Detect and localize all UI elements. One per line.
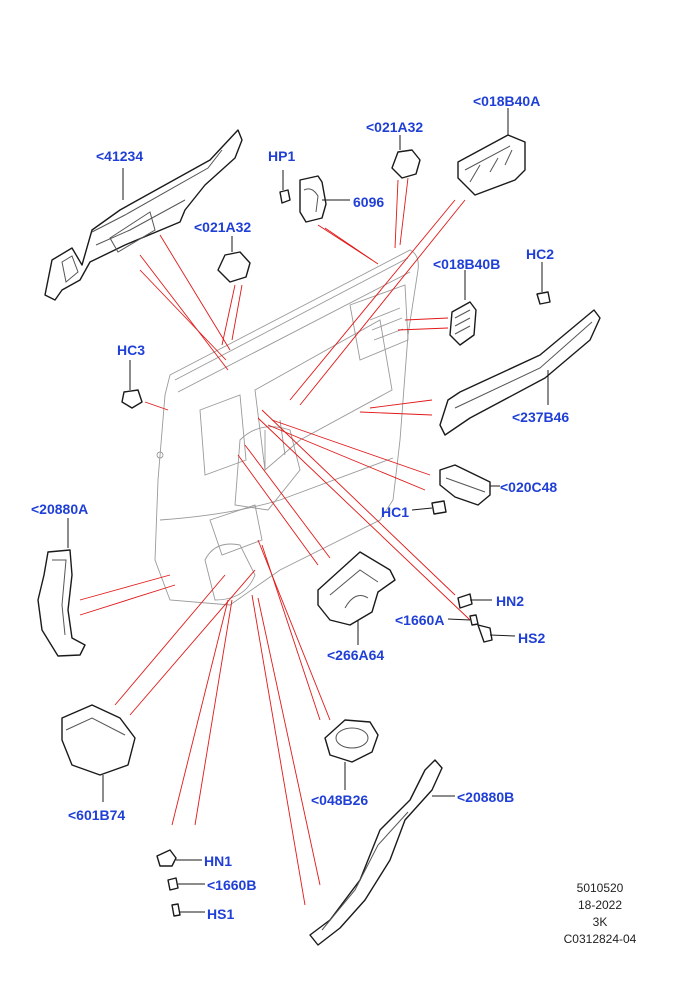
callout-237b46: <237B46 (512, 409, 570, 425)
callout-hn2: HN2 (496, 593, 525, 609)
callout-1660b: <1660B (207, 877, 257, 893)
ref-code-3: 3K (592, 915, 608, 929)
callout-020c48: <020C48 (500, 479, 558, 495)
part-021a32-cap-top (391, 135, 421, 179)
callout-20880a: <20880A (31, 501, 89, 517)
leader-lines (79, 177, 471, 906)
part-hn1-1660b-hs1-hardware (156, 849, 205, 917)
callout-6096: 6096 (353, 194, 385, 210)
part-20880a-lower-trim (37, 518, 86, 657)
callout-hn1: HN1 (204, 853, 233, 869)
callout-hc3: HC3 (117, 342, 146, 358)
part-41234-armrest-trim (44, 129, 243, 301)
part-hn2-1660a-hs2-hardware (447, 593, 516, 643)
part-020c48-handle (411, 464, 500, 515)
callout-021a32-top: <021A32 (366, 119, 424, 135)
callout-hp1: HP1 (268, 148, 296, 164)
ref-code-2: 18-2022 (577, 898, 623, 912)
callout-018b40b: <018B40B (433, 256, 501, 272)
part-601b74-pad (61, 704, 136, 802)
callout-048b26: <048B26 (311, 792, 369, 808)
callout-20880b: <20880B (457, 789, 515, 805)
part-266a64-bracket (317, 551, 396, 645)
callout-601b74: <601B74 (68, 807, 126, 823)
callout-41234: <41234 (96, 148, 144, 164)
part-20880b-long-trim (309, 759, 455, 946)
callout-hc2: HC2 (526, 246, 555, 262)
callout-018b40a: <018B40A (473, 93, 541, 109)
part-hp1-6096-bracket (279, 170, 350, 223)
callout-hs2: HS2 (518, 630, 546, 646)
part-048b26-holder (324, 719, 379, 790)
part-hc3-clip (121, 360, 143, 409)
part-018b40b-switch (449, 270, 477, 346)
part-hc2-clip (536, 262, 551, 305)
ref-code-4: C0312824-04 (563, 932, 637, 946)
callout-021a32-left: <021A32 (194, 219, 252, 235)
callout-1660a: <1660A (395, 612, 445, 628)
callout-266a64: <266A64 (327, 647, 385, 663)
callout-hs1: HS1 (207, 906, 235, 922)
part-021a32-cap-left (217, 236, 251, 283)
door-trim-panel-ghost (154, 249, 419, 606)
part-237b46-trim-strip (439, 309, 601, 436)
ref-code-1: 5010520 (576, 881, 624, 895)
part-018b40a-switch-pack (457, 108, 526, 196)
callout-hc1: HC1 (381, 504, 410, 520)
